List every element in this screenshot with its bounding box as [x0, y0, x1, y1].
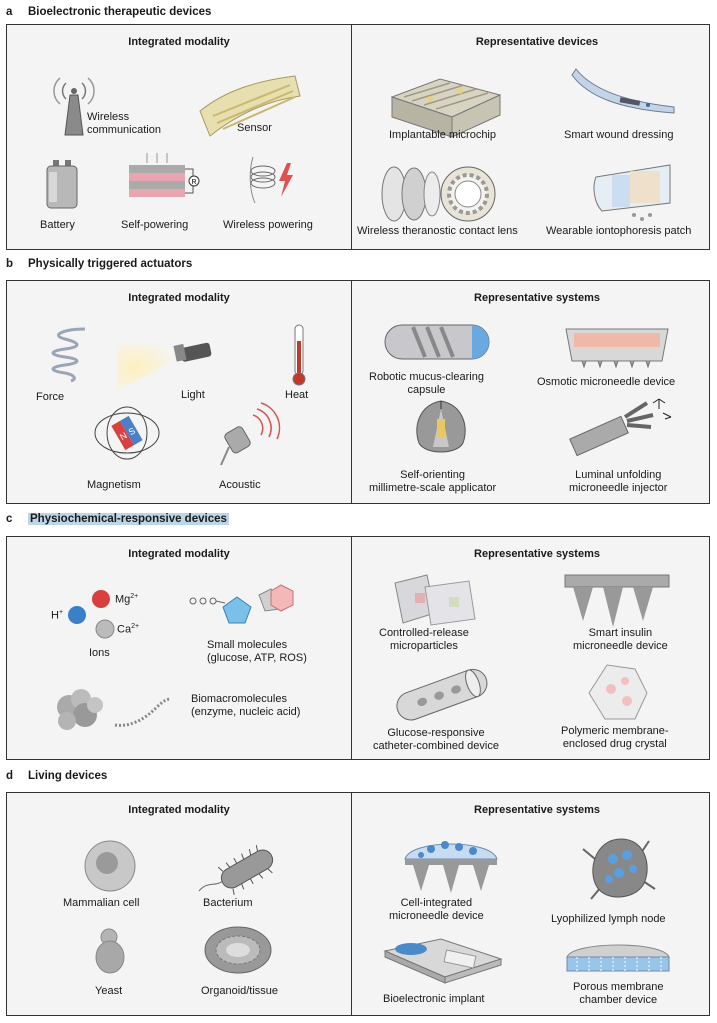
column-header-representative-systems: Representative systems	[474, 292, 600, 304]
panel-divider	[351, 25, 352, 249]
microparticles-icon	[394, 574, 476, 626]
flashlight-icon	[117, 342, 212, 391]
biomacromolecules-label: Biomacromolecules (enzyme, nucleic acid)	[191, 693, 301, 719]
glucose-catheter-label: Glucose-responsive catheter-combined dev…	[373, 727, 499, 753]
insulin-microneedle-icon	[564, 574, 670, 627]
bacterium-label: Bacterium	[203, 897, 253, 909]
column-header-integrated-modality: Integrated modality	[128, 292, 230, 304]
column-header-integrated-modality: Integrated modality	[128, 548, 230, 560]
smart-wound-dressing-label: Smart wound dressing	[564, 129, 674, 141]
column-header-integrated-modality: Integrated modality	[128, 36, 230, 48]
spring-force-icon	[51, 327, 86, 383]
implantable-microchip-icon	[390, 78, 502, 138]
organoid-label: Organoid/tissue	[201, 985, 279, 997]
magnetism-label: Magnetism	[87, 479, 141, 491]
robotic-capsule-label: Robotic mucus-clearing capsule	[369, 371, 484, 397]
self-orienting-applicator-icon	[416, 400, 466, 453]
small-molecules-label: Small molecules (glucose, ATP, ROS)	[207, 639, 307, 665]
ions-label: Ions	[89, 647, 110, 659]
hydrogen-ion-label: H+	[51, 609, 64, 622]
porous-membrane-chamber-label: Porous membrane chamber device	[573, 981, 664, 1007]
force-label: Force	[36, 391, 65, 403]
section-a-panel: Integrated modality Representative devic…	[6, 24, 710, 250]
light-label: Light	[181, 389, 205, 401]
column-header-integrated-modality: Integrated modality	[128, 804, 230, 816]
svg-text:R: R	[192, 179, 197, 186]
antenna-icon	[53, 77, 95, 136]
drug-crystal-icon	[588, 664, 648, 720]
panel-divider	[351, 281, 352, 503]
lymph-node-label: Lyophilized lymph node	[551, 913, 666, 925]
sensor-label: Sensor	[237, 122, 272, 134]
luminal-unfolding-injector-icon	[569, 398, 672, 457]
column-header-representative-systems: Representative systems	[474, 804, 600, 816]
lymph-node-icon	[582, 838, 656, 900]
luminal-unfolding-injector-label: Luminal unfolding microneedle injector	[569, 469, 668, 495]
magnesium-ion-label: Mg2+	[115, 593, 139, 606]
wireless-powering-icon	[249, 156, 293, 204]
drug-crystal-label: Polymeric membrane- enclosed drug crysta…	[561, 725, 669, 751]
contact-lens-label: Wireless theranostic contact lens	[357, 225, 518, 237]
acoustic-label: Acoustic	[219, 479, 261, 491]
column-header-representative-systems: Representative systems	[474, 548, 600, 560]
glucose-catheter-icon	[396, 668, 488, 721]
iontophoresis-patch-icon	[593, 164, 671, 221]
section-d-panel: Integrated modality Representative syste…	[6, 792, 710, 1016]
triboelectric-generator-icon: R	[129, 153, 200, 197]
thermometer-icon	[292, 324, 306, 386]
bioelectronic-implant-icon	[383, 938, 503, 984]
microparticles-label: Controlled-release microparticles	[379, 627, 469, 653]
contact-lens-icon	[381, 166, 496, 222]
implantable-microchip-label: Implantable microchip	[389, 129, 496, 141]
osmotic-microneedle-device-label: Osmotic microneedle device	[537, 376, 676, 388]
small-molecules-icon	[189, 584, 294, 624]
biomacromolecules-icon	[57, 689, 172, 730]
battery-label: Battery	[40, 219, 75, 231]
ions-icon	[68, 590, 115, 639]
column-header-representative-devices: Representative devices	[475, 36, 599, 48]
osmotic-microneedle-device-icon	[565, 328, 669, 369]
bioelectronic-implant-label: Bioelectronic implant	[383, 993, 485, 1005]
bacterium-icon	[198, 845, 274, 895]
self-powering-label: Self-powering	[121, 219, 189, 231]
self-orienting-applicator-label: Self-orienting millimetre-scale applicat…	[369, 469, 497, 495]
mammalian-cell-label: Mammalian cell	[63, 897, 140, 909]
porous-membrane-chamber-icon	[566, 944, 670, 972]
section-c-panel: Integrated modality Representative syste…	[6, 536, 710, 760]
heat-label: Heat	[285, 389, 309, 401]
insulin-microneedle-label: Smart insulin microneedle device	[573, 627, 668, 653]
cell-integrated-microneedle-icon	[404, 841, 498, 893]
wireless-powering-label: Wireless powering	[223, 219, 313, 231]
ultrasound-transducer-icon	[220, 402, 281, 466]
cell-integrated-microneedle-label: Cell-integrated microneedle device	[389, 897, 484, 923]
svg-text:N: N	[118, 430, 129, 442]
panel-divider	[351, 537, 352, 759]
section-b-panel: Integrated modality Representative syste…	[6, 280, 710, 504]
yeast-icon	[95, 928, 125, 974]
organoid-icon	[204, 926, 272, 974]
mammalian-cell-icon	[84, 840, 136, 892]
magnet-icon: N S	[94, 406, 160, 460]
panel-divider	[351, 793, 352, 1015]
svg-text:S: S	[127, 426, 137, 438]
robotic-capsule-icon	[384, 324, 490, 360]
battery-icon	[46, 160, 78, 209]
flexible-sensor-icon	[199, 75, 301, 137]
iontophoresis-patch-label: Wearable iontophoresis patch	[546, 225, 692, 237]
calcium-ion-label: Ca2+	[117, 623, 140, 636]
wireless-communication-label: Wireless communication	[87, 111, 161, 137]
yeast-label: Yeast	[95, 985, 123, 997]
smart-wound-dressing-icon	[571, 68, 675, 114]
